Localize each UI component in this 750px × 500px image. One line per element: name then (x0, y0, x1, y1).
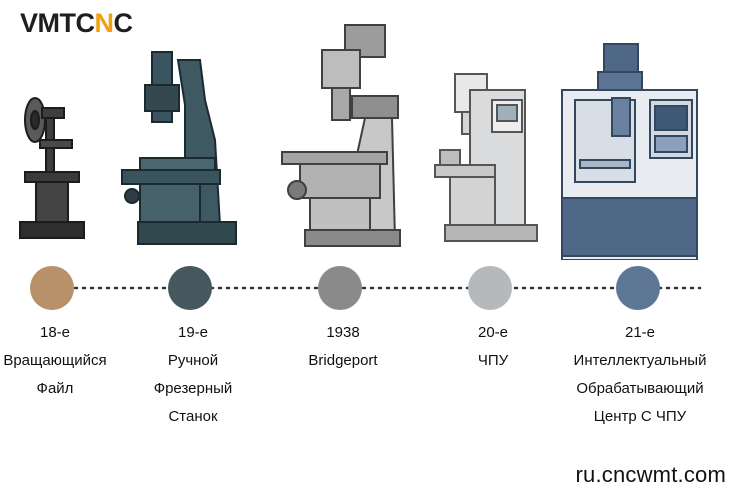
website-watermark: ru.cncwmt.com (575, 462, 726, 487)
bridgeport-mill-icon (281, 24, 401, 247)
machine-illustrations (19, 24, 698, 260)
manual-milling-machine-icon (121, 51, 237, 245)
description-line: Вращающийся (3, 352, 107, 369)
timeline-label-18: 18-е Вращающийся Файл (0, 319, 140, 403)
timeline-label-1938: 1938 Bridgeport (258, 319, 428, 375)
timeline-dot-1938 (318, 266, 362, 310)
cnc-machining-center-icon (561, 43, 698, 260)
description-line: Станок (168, 408, 218, 425)
description-line: Обрабатывающий (576, 380, 704, 397)
logo-text-a: VMTC (20, 8, 95, 38)
era-label: 18-е (39, 324, 71, 341)
era-label: 1938 (326, 324, 360, 341)
timeline-dot-20 (468, 266, 512, 310)
era-label: 20-е (477, 324, 509, 341)
rotating-file-lathe-icon (19, 97, 85, 239)
timeline-dot-21 (616, 266, 660, 310)
description-line: Фрезерный (153, 380, 233, 397)
cnc-mill-icon (434, 73, 538, 242)
timeline-label-20: 20-е ЧПУ (408, 319, 578, 375)
timeline-label-21: 21-е Интеллектуальный Обрабатывающий Цен… (555, 319, 725, 431)
description-line: Центр С ЧПУ (593, 408, 687, 425)
era-label: 21-е (624, 324, 656, 341)
timeline (30, 266, 702, 310)
logo-text-b: N (94, 8, 115, 38)
logo-text-c: C (113, 8, 134, 38)
timeline-dot-19 (168, 266, 212, 310)
description-line: Ручной (167, 352, 219, 369)
description-line: Интеллектуальный (573, 352, 707, 369)
description-line: Bridgeport (308, 352, 378, 369)
description-line: Файл (36, 380, 74, 397)
brand-logo: VMTCNC (20, 10, 133, 37)
description-line: ЧПУ (477, 352, 509, 369)
timeline-dot-18 (30, 266, 74, 310)
era-label: 19-е (177, 324, 209, 341)
timeline-label-19: 19-е Ручной Фрезерный Станок (108, 319, 278, 431)
